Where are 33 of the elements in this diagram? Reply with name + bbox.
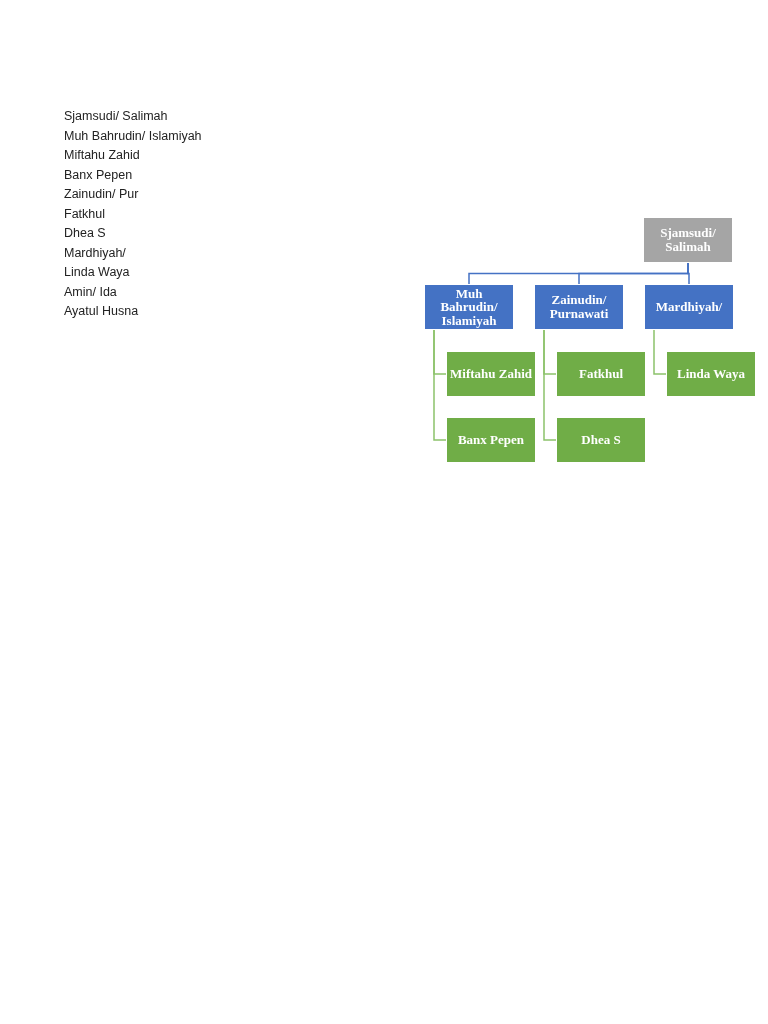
person-name: Fatkhul xyxy=(578,367,624,381)
list-item: Muh Bahrudin/ Islamiyah xyxy=(64,128,202,143)
person-box xyxy=(556,417,646,463)
list-item: Ayatul Husna xyxy=(64,304,139,318)
person-name: Linda Waya xyxy=(676,367,745,381)
person-box xyxy=(424,284,514,330)
person-name: Muh Bahrudin/ Islamiyah xyxy=(439,286,499,328)
person-box xyxy=(643,217,733,263)
list-item: Fatkhul xyxy=(64,206,105,221)
person-box xyxy=(644,284,734,330)
connector-line xyxy=(687,262,690,285)
person-box xyxy=(446,417,536,463)
person-box xyxy=(446,351,536,397)
person-name: Banx Pepen xyxy=(457,433,525,447)
list-item: Zainudin/ Pur xyxy=(64,187,139,201)
list-item: Amin/ Ida xyxy=(64,284,117,299)
person-name: Dhea S xyxy=(581,433,621,447)
list-item: Miftahu Zahid xyxy=(64,148,140,162)
person-box xyxy=(556,351,646,397)
person-name: Sjamsudi/ Salimah xyxy=(659,226,717,254)
list-item: Mardhiyah/ xyxy=(64,245,126,260)
list-item: Banx Pepen xyxy=(64,167,133,182)
list-item: Linda Waya xyxy=(64,265,130,279)
person-box xyxy=(666,351,756,397)
person-name: Mardhiyah/ xyxy=(655,300,723,314)
connector-line xyxy=(653,329,667,375)
person-name: Miftahu Zahid xyxy=(450,367,532,381)
list-item: Sjamsudi/ Salimah xyxy=(64,109,168,123)
connector-line xyxy=(543,329,557,441)
connector-line xyxy=(433,329,447,441)
list-item: Dhea S xyxy=(64,226,106,240)
person-name: Zainudin/ Purnawati xyxy=(548,293,610,321)
person-box xyxy=(534,284,624,330)
